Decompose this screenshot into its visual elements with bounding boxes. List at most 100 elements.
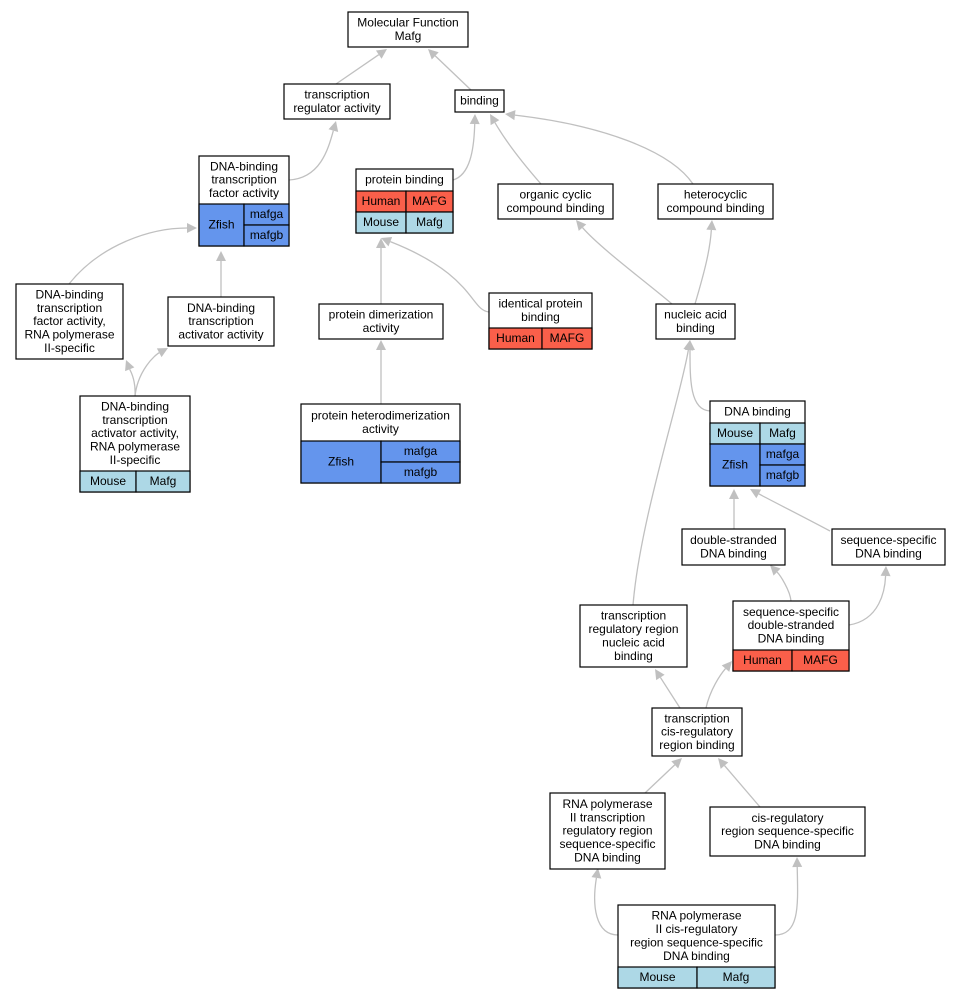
arrowhead-icon [125, 360, 135, 372]
term-label-line: region sequence-specific [721, 824, 854, 838]
term-label-line: activator activity [178, 328, 263, 342]
edge-ssdsdb-to-dsdb [776, 571, 792, 602]
term-label-line: protein heterodimerization [311, 408, 450, 422]
term-label-line: identical protein [498, 296, 582, 310]
term-box [579, 604, 688, 668]
edge-hcb-to-binding [514, 114, 694, 185]
term-label-line: nucleic acid [664, 307, 727, 321]
term-label-line: transcription [601, 609, 666, 623]
term-label-line: DNA binding [700, 546, 767, 560]
term-box [497, 183, 614, 220]
term-label-line: binding [521, 310, 560, 324]
gene-label: mafgb [250, 228, 284, 242]
edges-layer [68, 49, 891, 936]
arrowhead-icon [376, 238, 386, 248]
term-label-line: sequence-specific [743, 605, 839, 619]
edge-rnap-to-dbtfa [68, 227, 188, 285]
edge-tra-to-mf [335, 54, 380, 85]
arrowhead-icon [721, 661, 732, 672]
arrowhead-icon [880, 566, 891, 577]
term-label-line: II-specific [44, 341, 95, 355]
term-box [651, 707, 743, 757]
term-label-line: DNA binding [724, 405, 791, 419]
term-label-line: binding [676, 321, 715, 335]
edge-nab-to-hcb [694, 229, 712, 305]
arrowhead-icon [216, 251, 226, 261]
gene-label: Mafg [150, 474, 177, 488]
arrowhead-icon [576, 220, 587, 231]
term-label-line: RNA polymerase [651, 909, 741, 923]
term-box [454, 89, 505, 113]
term-label-line: activity [362, 422, 399, 436]
arrowhead-icon [505, 110, 516, 121]
term-box [709, 806, 866, 857]
arrowhead-icon [591, 868, 602, 879]
arrowhead-icon [718, 758, 729, 769]
term-label-line: transcription [664, 711, 729, 725]
arrowhead-icon [655, 669, 665, 681]
edge-crssdb-to-tcrb [724, 765, 761, 808]
species-cell [300, 440, 382, 484]
term-label-line: heterocyclic [684, 187, 747, 201]
species-label: Zfish [722, 458, 748, 472]
go-term-binding[interactable]: binding [454, 89, 505, 113]
go-term-phda[interactable]: protein heterodimerizationactivityZfishm… [300, 403, 461, 484]
term-label-line: Mafg [395, 29, 422, 43]
arrowhead-icon [381, 237, 393, 247]
nodes-layer: Molecular FunctionMafgtranscriptionregul… [15, 11, 946, 989]
term-label-line: sequence-specific [559, 837, 655, 851]
edge-ipb-to-pb [390, 241, 490, 313]
arrowhead-icon [490, 114, 500, 126]
term-label-line: compound binding [506, 201, 604, 215]
term-label-line: double-stranded [690, 533, 777, 547]
term-label-line: DNA binding [574, 850, 641, 864]
term-label-line: DNA binding [663, 949, 730, 963]
gene-cell [405, 211, 454, 234]
term-label-line: RNA polymerase [24, 328, 114, 342]
arrowhead-icon [729, 489, 739, 499]
arrowhead-icon [750, 489, 762, 499]
species-cell [198, 203, 245, 247]
term-label-line: activity [363, 321, 400, 335]
gene-label: mafgb [766, 468, 800, 482]
term-label-line: cis-regulatory [661, 725, 733, 739]
term-box [655, 303, 736, 340]
term-box [549, 792, 666, 870]
species-label: Human [362, 194, 401, 208]
term-label-line: II cis-regulatory [655, 922, 737, 936]
species-label: Zfish [208, 218, 234, 232]
gene-cell [791, 649, 850, 672]
term-label-line: activator activity, [91, 426, 179, 440]
term-label-line: cis-regulatory [751, 811, 823, 825]
term-label-line: Molecular Function [357, 15, 458, 29]
term-label-line: compound binding [666, 201, 764, 215]
term-label-line: factor activity, [33, 314, 105, 328]
term-label-line: transcription [211, 173, 276, 187]
term-label-line: DNA binding [855, 546, 922, 560]
gene-label: mafga [250, 207, 284, 221]
term-label-line: DNA-binding [35, 287, 103, 301]
arrowhead-icon [376, 340, 386, 350]
term-box [167, 296, 275, 347]
